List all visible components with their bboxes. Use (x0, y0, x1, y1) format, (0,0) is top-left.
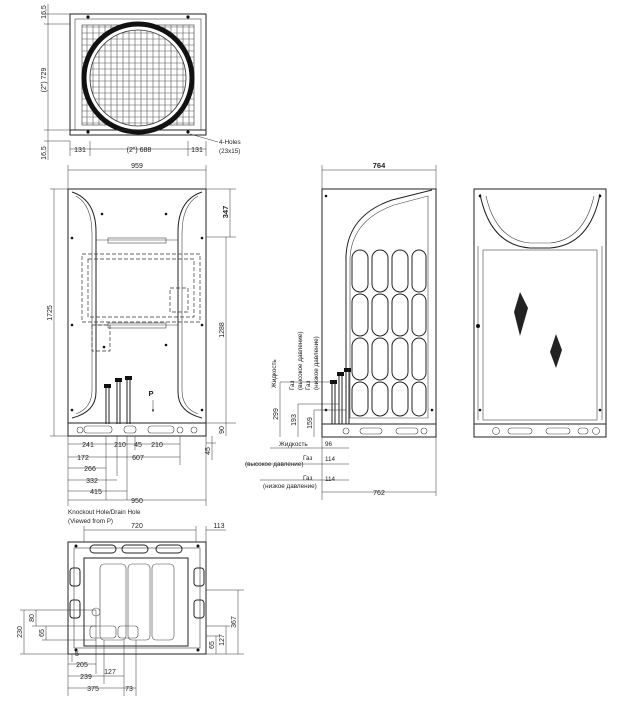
dim-base-right-offset: 113 (213, 523, 224, 530)
dim-base-h65: 65 (39, 629, 46, 637)
rear-ornament-2 (550, 334, 562, 368)
rear-view-outline (473, 188, 607, 438)
view-marker-p: P (148, 389, 153, 398)
front-view-outline (67, 188, 207, 424)
dim-base-x239: 239 (80, 674, 92, 681)
rear-view (473, 188, 607, 438)
dim-front-top-offset: 347 (221, 206, 230, 219)
dim-pipe-height: 1288 (219, 322, 226, 338)
base-view: Knockout Hole/Drain Hole (Viewed from P)… (17, 509, 244, 696)
holes-note-2: (23x15) (219, 148, 240, 155)
label-gas-vertical: Газ (289, 381, 296, 390)
label-gas-high-vertical: (высокое давление) (297, 332, 304, 390)
dim-base-h127: 127 (219, 634, 226, 646)
dim-base-h80: 80 (29, 614, 36, 622)
dim-base-h65b: 65 (209, 641, 216, 649)
dim-base-x73: 73 (125, 686, 133, 693)
dim-h193: 193 (291, 414, 298, 426)
dim-right-edge: 131 (191, 147, 203, 154)
dim-front-height: 1725 (47, 305, 54, 321)
dim-base-x205: 205 (76, 662, 88, 669)
label-liquid-vertical: Жидкость (271, 359, 278, 388)
label-gas-low-note: (низкое давление) (263, 483, 317, 490)
top-view: 16,5 (2") 729 16,5 131 (2") 688 131 4-Ho… (41, 4, 241, 160)
dim-x45: 45 (134, 442, 142, 449)
front-view: 959 P (47, 163, 236, 506)
dim-left-edge: 131 (74, 147, 86, 154)
coil-grid (351, 249, 427, 417)
dim-x415: 415 (90, 489, 102, 496)
rear-ornament-1 (514, 292, 528, 336)
dim-x241: 241 (82, 442, 94, 449)
dim-side-depth-bottom: 762 (373, 490, 385, 497)
label-gas-high-note: (высокое давление) (245, 461, 303, 468)
dim-x950: 950 (131, 498, 143, 505)
label-liquid: Жидкость (279, 441, 308, 448)
side-view: 764 (245, 161, 437, 500)
dim-base-h367: 367 (231, 616, 238, 628)
dim-front-width: 959 (131, 163, 143, 170)
dim-side-depth: 764 (373, 161, 386, 170)
dim-base-x127: 127 (104, 669, 116, 676)
dim-x96: 96 (325, 441, 333, 448)
dim-h299: 299 (273, 408, 280, 420)
base-caption-1: Knockout Hole/Drain Hole (68, 509, 141, 516)
dim-x332: 332 (86, 478, 98, 485)
label-gas-vertical-2: Газ (305, 381, 312, 390)
dim-base-x5: 5 (75, 651, 79, 658)
dim-top-height: (2") 729 (41, 68, 48, 93)
dim-x114a: 114 (325, 456, 336, 463)
dim-h159: 159 (307, 417, 314, 429)
dim-base-width: 720 (131, 523, 143, 530)
dim-bottom-offset: 16,5 (41, 146, 48, 160)
label-gas-low: Газ (303, 475, 312, 482)
holes-note-1: 4-Holes (219, 139, 241, 146)
dim-x607: 607 (132, 455, 144, 462)
dim-x210b: 210 (151, 442, 163, 449)
dim-base-h1: 90 (219, 426, 226, 434)
base-caption-2: (Viewed from P) (68, 518, 113, 525)
dim-base-h2: 45 (205, 447, 212, 455)
dim-x172: 172 (77, 455, 89, 462)
base-view-outline (67, 541, 207, 655)
dim-x114b: 114 (325, 476, 336, 483)
dim-base-x375: 375 (87, 686, 99, 693)
dim-top-width: (2") 688 (127, 147, 152, 154)
dim-x266: 266 (84, 466, 96, 473)
dim-base-h230: 230 (17, 626, 24, 638)
label-gas-high: Газ (303, 455, 312, 462)
dim-top-offset: 16,5 (41, 5, 48, 19)
dim-x210a: 210 (114, 442, 126, 449)
label-gas-low-vertical: (низкое давление) (313, 336, 320, 390)
